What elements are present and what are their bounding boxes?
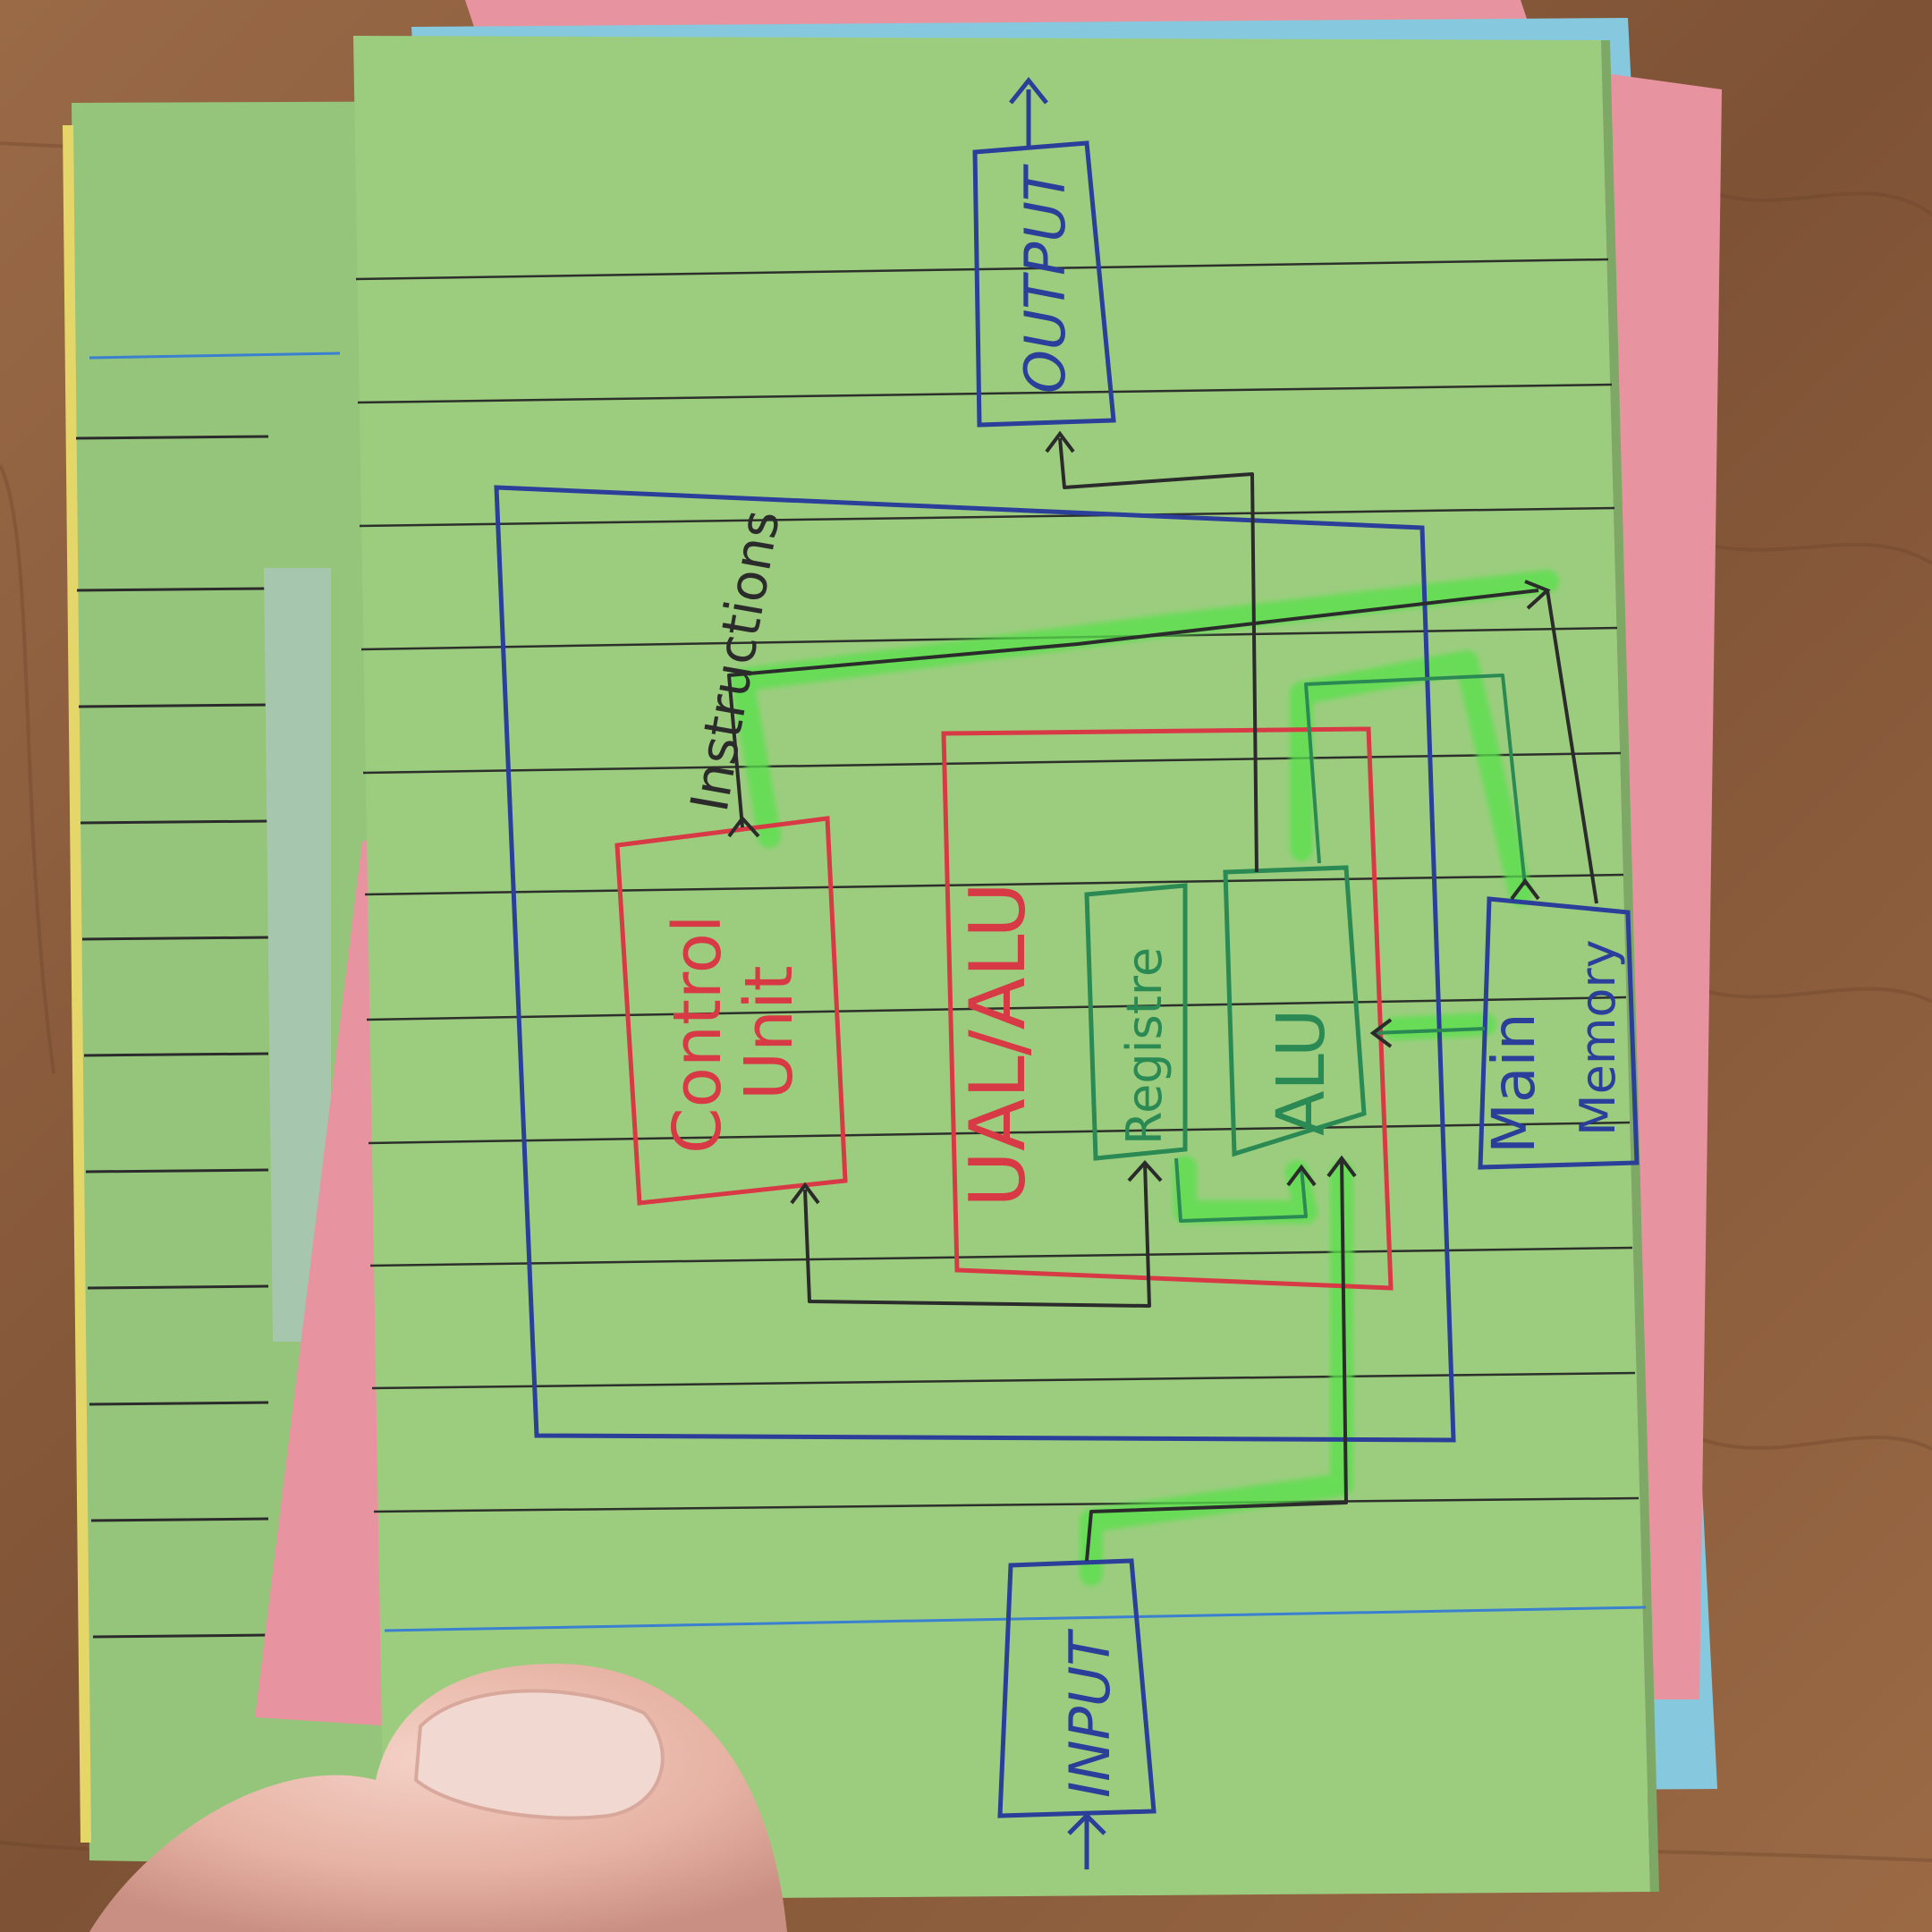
input-to-alu-line [1085, 1157, 1348, 1562]
control-unit-arrow-icon [727, 815, 760, 838]
background-yellow-edge [63, 125, 91, 1843]
main-memory-box [1478, 896, 1640, 1170]
control-unit-box [614, 816, 848, 1206]
control-bottom-arrow-icon [790, 1182, 820, 1205]
registers-block: Registre [1084, 883, 1188, 1161]
control-unit-label-line2: Unit [731, 965, 808, 1100]
textured-strip [264, 568, 331, 1342]
registers-to-alu-line [1174, 1157, 1308, 1223]
alu-to-output-line [1058, 437, 1258, 873]
alu-box [1223, 865, 1367, 1157]
connection-lines [727, 437, 1598, 1562]
alu-side-arrow-icon [1369, 1018, 1393, 1048]
memory-to-control-line [727, 589, 1539, 828]
alu-label: ALU [1263, 1009, 1340, 1136]
highlighter-strokes [731, 570, 1559, 1586]
registers-box [1084, 883, 1188, 1161]
alu-left-arrow-icon [1286, 1164, 1317, 1187]
arrowheads [727, 430, 1551, 1205]
alu-right-arrow-icon [1326, 1155, 1357, 1178]
main-memory-block: Main Memory [1478, 896, 1640, 1170]
input-box [997, 1558, 1157, 1818]
memory-top-arrow-icon [1524, 580, 1551, 610]
output-block: OUTPUT [972, 76, 1116, 428]
alu-to-memory-line [1304, 674, 1527, 886]
registers-arrow-icon [1127, 1160, 1163, 1182]
output-box [972, 140, 1116, 428]
input-arrow-icon [1067, 1812, 1106, 1835]
memory-return-line [1546, 589, 1598, 904]
cpu-outer-box [494, 485, 1456, 1443]
main-card-blue-margin-line [384, 1606, 1647, 1632]
output-label: OUTPUT [1013, 164, 1078, 394]
background-card-blue-line [89, 352, 341, 360]
ual-alu-block: UAL/ALU [941, 726, 1394, 1291]
output-arrow-icon [1009, 76, 1048, 105]
input-block: INPUT [997, 1558, 1157, 1869]
background-pink-card-left [255, 841, 394, 1726]
main-memory-label-line1: Main [1479, 1013, 1548, 1154]
input-label: INPUT [1057, 1629, 1123, 1798]
main-memory-label-line2: Memory [1570, 939, 1626, 1136]
control-unit-block: Control Unit [614, 816, 848, 1206]
ual-alu-label: UAL/ALU [953, 882, 1043, 1208]
registers-to-control-line [803, 1162, 1151, 1308]
background-card-ruled-lines [75, 435, 269, 1639]
thumb [89, 1664, 787, 1932]
memory-to-alu-line [1372, 1027, 1486, 1035]
output-bottom-arrow-icon [1045, 430, 1075, 453]
thumbnail [413, 1689, 665, 1820]
ual-alu-box [941, 726, 1394, 1291]
alu-block: ALU [1223, 865, 1367, 1157]
memory-arrow-icon [1510, 877, 1540, 901]
control-unit-label-line1: Control [659, 915, 736, 1155]
registers-label: Registre [1116, 947, 1173, 1145]
